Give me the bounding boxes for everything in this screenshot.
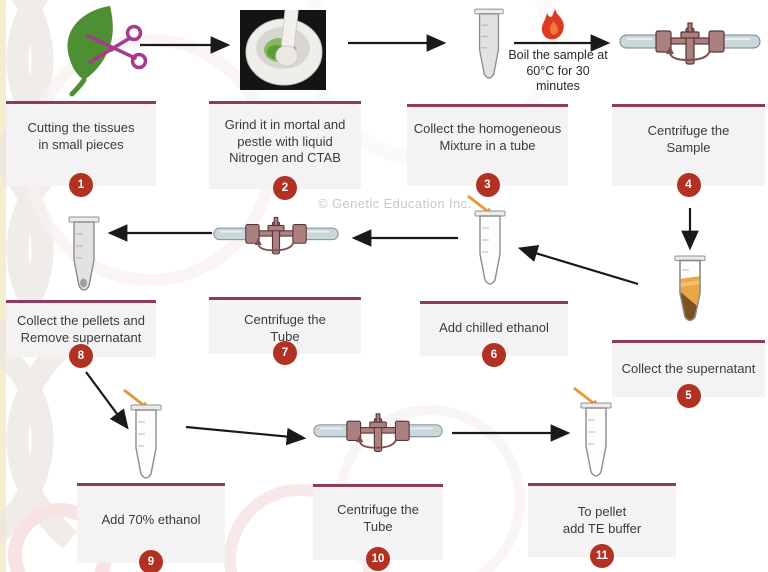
centrifuge-rotor-icon bbox=[212, 214, 340, 260]
step-number-badge: 6 bbox=[482, 343, 506, 367]
step-box-2: Grind it in mortal and pestle with liqui… bbox=[209, 101, 361, 200]
step-box-5: Collect the supernatant 5 bbox=[612, 340, 765, 408]
step-box-8: Collect the pellets and Remove supernata… bbox=[6, 300, 156, 368]
arrow-step5-to-step6 bbox=[517, 245, 639, 286]
step-box-1: Cutting the tissues in small pieces 1 bbox=[6, 101, 156, 197]
step-number-badge: 10 bbox=[366, 547, 390, 571]
step-number-badge: 3 bbox=[475, 173, 500, 197]
step-number-badge: 9 bbox=[139, 550, 163, 572]
step-number-badge: 2 bbox=[273, 176, 297, 200]
ethanol-tube-with-pour-icon bbox=[462, 192, 514, 292]
step-box-3: Collect the homogeneous Mixture in a tub… bbox=[407, 104, 568, 197]
step-label: To pellet add TE buffer bbox=[562, 504, 642, 536]
step-label: Centrifuge the Tube bbox=[337, 502, 419, 534]
step-box-10: Centrifuge the Tube 10 bbox=[313, 484, 443, 571]
step-label: Collect the pellets and Remove supernata… bbox=[17, 313, 145, 345]
sample-tube-icon bbox=[472, 5, 506, 85]
centrifuge-rotor-icon bbox=[312, 410, 444, 458]
step-number-badge: 1 bbox=[69, 173, 93, 197]
step-box-4: Centrifuge the Sample 4 bbox=[612, 104, 765, 197]
step-box-9: Add 70% ethanol 9 bbox=[77, 483, 225, 572]
step-label: Cutting the tissues in small pieces bbox=[27, 120, 135, 152]
step-box-6: Add chilled ethanol 6 bbox=[420, 301, 568, 367]
centrifuge-rotor-icon bbox=[618, 20, 762, 70]
supernatant-tube-icon bbox=[672, 253, 708, 325]
step-number-badge: 11 bbox=[590, 544, 614, 568]
pellet-tube-icon bbox=[66, 214, 102, 296]
step-label: Centrifuge the Sample bbox=[647, 123, 730, 155]
flame-icon bbox=[541, 7, 567, 41]
step-label: Add 70% ethanol bbox=[101, 512, 201, 527]
step-label: Centrifuge the Tube bbox=[244, 312, 326, 344]
leaf-scissors-icon bbox=[44, 0, 148, 98]
te-buffer-tube-with-pour-icon bbox=[568, 384, 620, 484]
boil-annotation: Boil the sample at 60°C for 30 minutes bbox=[508, 48, 608, 93]
step-number-badge: 4 bbox=[676, 173, 701, 197]
step-label: Collect the homogeneous Mixture in a tub… bbox=[413, 121, 562, 153]
step-box-11: To pellet add TE buffer 11 bbox=[528, 483, 676, 568]
step-box-7: Centrifuge the Tube 7 bbox=[209, 297, 361, 365]
mortar-pestle-image bbox=[240, 10, 326, 90]
step-label: Collect the supernatant bbox=[621, 361, 756, 376]
step-label: Add chilled ethanol bbox=[439, 320, 549, 335]
step-label: Grind it in mortal and pestle with liqui… bbox=[224, 117, 346, 165]
watermark: © Genetic Education Inc. bbox=[318, 196, 472, 211]
step-number-badge: 7 bbox=[273, 341, 297, 365]
arrow-step9-to-step10 bbox=[185, 425, 307, 446]
ethanol-tube-with-pour-icon bbox=[118, 386, 170, 486]
step-number-badge: 5 bbox=[676, 384, 701, 408]
arrow-step8-to-step9 bbox=[85, 371, 129, 430]
step-number-badge: 8 bbox=[69, 344, 93, 368]
